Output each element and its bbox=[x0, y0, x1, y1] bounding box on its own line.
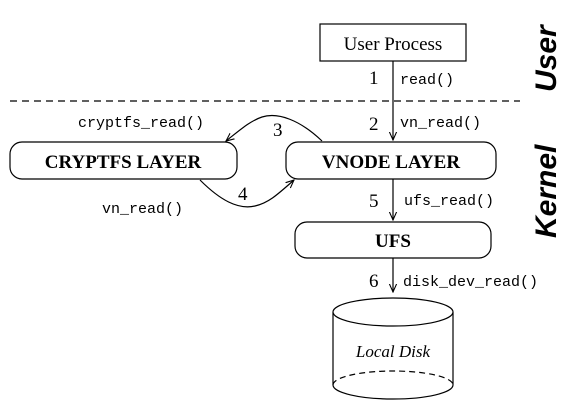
region-label-kernel: Kernel bbox=[530, 144, 563, 238]
step-1-number: 1 bbox=[369, 68, 379, 89]
step-6-number: 6 bbox=[369, 271, 379, 292]
step-5-call: ufs_read() bbox=[404, 193, 494, 210]
step-5-number: 5 bbox=[369, 191, 379, 212]
cryptfs-layer-box bbox=[9, 141, 238, 180]
vnode-layer-box bbox=[285, 141, 497, 180]
local-disk-label: Local Disk bbox=[355, 342, 431, 361]
ufs-label: UFS bbox=[375, 231, 411, 252]
vnode-layer-label: VNODE LAYER bbox=[322, 152, 460, 173]
user-process-label: User Process bbox=[344, 34, 443, 55]
step-3-number: 3 bbox=[273, 120, 283, 141]
step-2-call: vn_read() bbox=[400, 115, 481, 132]
step-1-call: read() bbox=[400, 72, 454, 89]
step-4-number: 4 bbox=[238, 184, 248, 205]
step-2-number: 2 bbox=[369, 114, 379, 135]
region-label-user: User bbox=[530, 23, 563, 92]
step-4-call: vn_read() bbox=[102, 201, 183, 218]
local-disk-cylinder bbox=[332, 297, 454, 400]
cryptfs-layer-label: CRYPTFS LAYER bbox=[45, 152, 202, 173]
step-3-call: cryptfs_read() bbox=[78, 115, 204, 132]
step-6-call: disk_dev_read() bbox=[403, 274, 538, 291]
arrow-cryptfs-read bbox=[226, 114, 323, 141]
arrow-vn-read-return bbox=[199, 180, 294, 208]
